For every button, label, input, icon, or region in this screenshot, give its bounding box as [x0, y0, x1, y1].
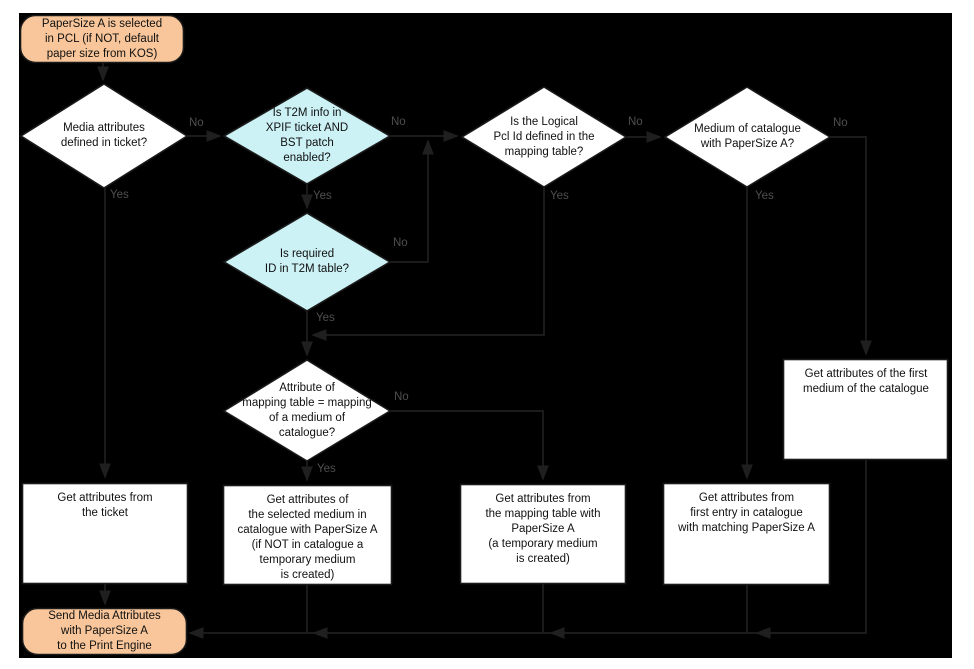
- edge-attribute-no: [390, 410, 549, 481]
- end-terminal-shape: [21, 607, 188, 656]
- process-ticket-text: Get attributes from the ticket: [57, 492, 153, 519]
- decision-attribute-mapping-text: Attribute of mapping table = mapping of …: [242, 381, 372, 439]
- process-mapping-table-text: Get attributes from the mapping table wi…: [485, 493, 601, 565]
- process-selected-medium-text: Get attributes of the selected medium in…: [237, 494, 378, 581]
- label-t2m-yes: Yes: [313, 190, 332, 202]
- process-first-medium-text: Get attributes of the first medium of th…: [803, 368, 929, 395]
- edge-required-no: [390, 139, 434, 263]
- label-attribute-no: No: [394, 391, 409, 403]
- label-medium-no: No: [833, 117, 848, 129]
- decision-media-text: Media attributes defined in ticket?: [60, 122, 148, 149]
- process-first-entry-shape: [662, 482, 831, 586]
- start-terminal-text: PaperSize A is selected in PCL (if NOT, …: [41, 17, 163, 60]
- decision-logical-pcl-text: Is the Logical Pcl Id defined in the map…: [493, 115, 595, 158]
- process-mapping-table-shape: [459, 483, 627, 585]
- end-terminal-text: Send Media Attributes with PaperSize A t…: [48, 610, 161, 652]
- decision-logical-pcl-shape: [460, 86, 628, 188]
- process-selected-medium-shape: [222, 484, 393, 586]
- label-media-yes: Yes: [110, 189, 129, 201]
- decision-media-shape: [19, 83, 189, 189]
- process-first-entry-text: Get attributes from first entry in catal…: [678, 492, 815, 534]
- decision-t2m-shape: [222, 87, 392, 185]
- label-required-yes: Yes: [316, 312, 335, 324]
- edge-medium-no: [830, 136, 872, 356]
- label-t2m-no: No: [391, 116, 406, 128]
- decision-attribute-mapping-shape: [222, 359, 392, 462]
- start-terminal-shape: [19, 14, 185, 64]
- process-first-medium-shape: [782, 358, 949, 461]
- label-media-no: No: [189, 117, 204, 129]
- label-logical-no: No: [628, 116, 643, 128]
- label-medium-yes: Yes: [755, 190, 774, 202]
- label-required-no: No: [393, 237, 408, 249]
- edge-bottom-trunk: [190, 460, 867, 634]
- decision-t2m-text: Is T2M info in XPIF ticket AND BST patch…: [265, 107, 349, 164]
- edge-logical-yes: [311, 187, 545, 341]
- decision-required-id-text: Is required ID in T2M table?: [264, 247, 350, 275]
- decision-medium-catalogue-shape: [663, 86, 832, 188]
- label-logical-yes: Yes: [550, 190, 569, 202]
- decision-required-id-shape: [222, 212, 392, 312]
- decision-medium-catalogue-text: Medium of catalogue with PaperSize A?: [694, 123, 801, 150]
- process-ticket-shape: [21, 482, 189, 585]
- label-attribute-yes: Yes: [317, 463, 336, 475]
